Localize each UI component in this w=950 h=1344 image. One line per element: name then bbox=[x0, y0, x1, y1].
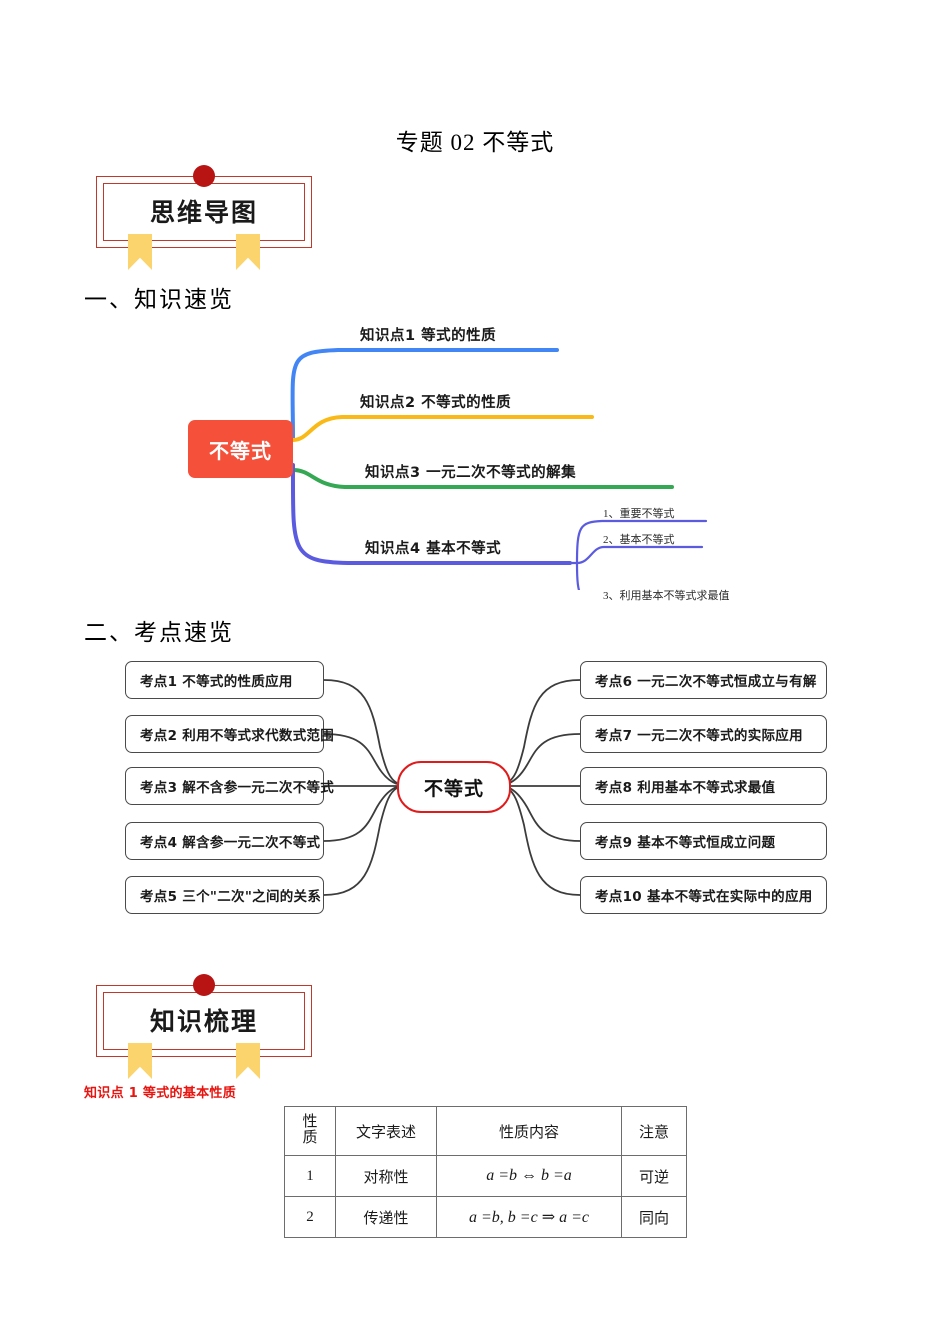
table-cell-note: 可逆 bbox=[621, 1155, 687, 1197]
banner-inner-border bbox=[103, 183, 305, 241]
exam-box-right-1[interactable]: 考点6 一元二次不等式恒成立与有解 bbox=[580, 661, 827, 699]
mindmap-sub-label-2: 2、基本不等式 bbox=[603, 534, 675, 546]
page-title: 专题 02 不等式 bbox=[395, 130, 555, 155]
table-row: 2 传递性 a =b, b =c ⇒ a =c 同向 bbox=[284, 1196, 687, 1238]
banner-dot-icon bbox=[193, 974, 215, 996]
banner-label: 知识梳理 bbox=[149, 1007, 258, 1036]
mindmap-exam: 考点1 不等式的性质应用 考点2 利用不等式求代数式范围 考点3 解不含参一元二… bbox=[80, 645, 870, 935]
mindmap-branch-label-2: 知识点2 不等式的性质 bbox=[360, 395, 512, 411]
table-cell-note: 同向 bbox=[621, 1196, 687, 1238]
table-cell-index: 1 bbox=[284, 1155, 336, 1197]
exam-box-right-5[interactable]: 考点10 基本不等式在实际中的应用 bbox=[580, 876, 827, 914]
table-header-note: 注意 bbox=[621, 1106, 687, 1156]
mindmap-branch-label-3: 知识点3 一元二次不等式的解集 bbox=[365, 465, 577, 481]
section-heading-knowledge: 一、知识速览 bbox=[84, 287, 234, 312]
table-header-property: 性质 bbox=[284, 1106, 336, 1156]
banner-inner-border bbox=[103, 992, 305, 1050]
mindmap-sub-label-3: 3、利用基本不等式求最值 bbox=[603, 590, 730, 602]
knowledge-point-heading: 知识点 1 等式的基本性质 bbox=[84, 1086, 236, 1101]
exam-box-left-3[interactable]: 考点3 解不含参一元二次不等式 bbox=[125, 767, 334, 805]
exam-box-right-4[interactable]: 考点9 基本不等式恒成立问题 bbox=[580, 822, 827, 860]
exam-box-left-4[interactable]: 考点4 解含参一元二次不等式 bbox=[125, 822, 324, 860]
exam-box-right-3[interactable]: 考点8 利用基本不等式求最值 bbox=[580, 767, 827, 805]
table-cell-index: 2 bbox=[284, 1196, 336, 1238]
exam-box-left-2[interactable]: 考点2 利用不等式求代数式范围 bbox=[125, 715, 334, 753]
mindmap-exam-center-node: 不等式 bbox=[397, 761, 511, 813]
exam-box-right-2[interactable]: 考点7 一元二次不等式的实际应用 bbox=[580, 715, 827, 753]
mindmap-knowledge-connectors bbox=[290, 348, 708, 590]
mindmap-sub-label-1: 1、重要不等式 bbox=[603, 508, 675, 520]
table-cell-description: 传递性 bbox=[335, 1196, 437, 1238]
mindmap-exam-connectors bbox=[323, 679, 581, 896]
table-cell-description: 对称性 bbox=[335, 1155, 437, 1197]
mindmap-knowledge: 不等式 知识点1 等式的性质 知识点2 不等式的性质 知识点3 一元二次不等式的… bbox=[80, 300, 870, 602]
exam-box-left-1[interactable]: 考点1 不等式的性质应用 bbox=[125, 661, 324, 699]
mindmap-branch-label-4: 知识点4 基本不等式 bbox=[365, 541, 502, 557]
table-row: 1 对称性 a =b ⇔ b =a 可逆 bbox=[284, 1155, 687, 1197]
table-header-row: 性质 文字表述 性质内容 注意 bbox=[284, 1106, 687, 1156]
section-heading-exam: 二、考点速览 bbox=[84, 620, 234, 645]
mindmap-knowledge-center-node: 不等式 bbox=[188, 420, 293, 478]
table-header-content: 性质内容 bbox=[436, 1106, 622, 1156]
banner-dot-icon bbox=[193, 165, 215, 187]
banner-mindmap: 思维导图 bbox=[96, 165, 312, 270]
banner-label: 思维导图 bbox=[149, 198, 258, 227]
table-header-description: 文字表述 bbox=[335, 1106, 437, 1156]
mindmap-branch-label-1: 知识点1 等式的性质 bbox=[360, 328, 497, 344]
exam-box-left-5[interactable]: 考点5 三个"二次"之间的关系 bbox=[125, 876, 324, 914]
properties-table: 性质 文字表述 性质内容 注意 1 对称性 a =b ⇔ b =a 可逆 2 传… bbox=[284, 1106, 687, 1238]
banner-knowledge-review: 知识梳理 bbox=[96, 974, 312, 1079]
table-cell-content: a =b ⇔ b =a bbox=[436, 1155, 622, 1197]
table-cell-content: a =b, b =c ⇒ a =c bbox=[436, 1196, 622, 1238]
